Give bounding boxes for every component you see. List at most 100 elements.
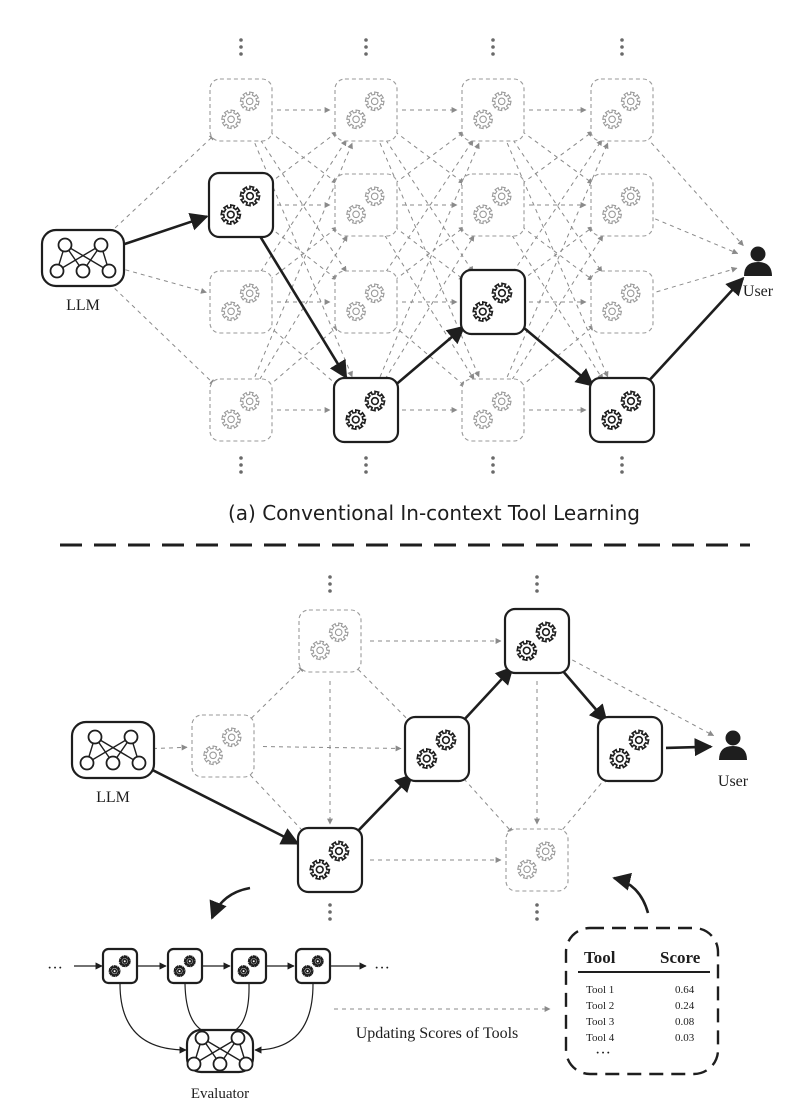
tool-node: [503, 607, 571, 675]
tool-node: [590, 78, 654, 142]
ellipsis-dot: [328, 589, 332, 593]
nn-link: [94, 736, 140, 764]
tool-box: [207, 171, 275, 239]
score-row-value: 0.08: [675, 1016, 695, 1028]
panel-b-llm-label: LLM: [96, 789, 130, 806]
gear-hole: [522, 646, 531, 655]
gear-hole: [479, 210, 487, 219]
tool-node: [209, 378, 273, 442]
evaluator-edge: [225, 983, 250, 1037]
score-table-more: ···: [595, 1045, 611, 1062]
ellipsis-dot: [328, 910, 332, 914]
candidate-edge: [262, 745, 402, 752]
active-edge: [354, 773, 414, 835]
tool-box: [334, 78, 398, 142]
curved-arrow-icon: [612, 872, 650, 914]
gear-hole: [626, 192, 635, 201]
gear-hole: [315, 958, 321, 964]
gear-hole: [245, 191, 255, 201]
tool-box: [296, 826, 364, 894]
tool-node: [596, 715, 664, 783]
tool-box: [332, 376, 400, 444]
tool-box: [294, 947, 332, 985]
gear-hole: [479, 415, 487, 424]
score-row-tool: Tool 3: [586, 1016, 615, 1028]
tool-node: [209, 78, 273, 142]
candidate-edge: [385, 139, 474, 273]
candidate-edge: [250, 774, 306, 835]
gear-hole: [497, 97, 506, 106]
active-edge: [646, 276, 745, 383]
curved-arrow-icon: [209, 886, 251, 920]
score-row-value: 0.24: [675, 1000, 695, 1012]
gear-hole: [316, 646, 324, 655]
tool-node: [334, 173, 398, 237]
panel-a-user-label: User: [743, 283, 774, 300]
ellipsis-dot: [620, 456, 624, 460]
candidate-edge: [512, 139, 603, 273]
candidate-edge: [125, 269, 207, 294]
ellipsis-dot: [535, 910, 539, 914]
panel-b: [70, 575, 747, 1074]
neural-network-icon: [185, 1028, 255, 1074]
active-edge: [521, 325, 595, 387]
nn-node: [79, 755, 95, 771]
user-icon: [719, 730, 747, 760]
tool-node: [332, 376, 400, 444]
tool-box: [461, 78, 525, 142]
score-row-value: 0.03: [675, 1032, 695, 1044]
ellipsis-dot: [491, 456, 495, 460]
nn-link: [193, 1037, 239, 1065]
ellipsis-dot: [364, 52, 368, 56]
nn-node: [123, 729, 139, 745]
gear-hole: [370, 396, 380, 406]
gear-hole: [352, 210, 360, 219]
tool-node: [166, 947, 204, 985]
tool-box: [596, 715, 664, 783]
gear-hole: [479, 115, 487, 124]
candidate-edge: [463, 778, 514, 834]
active-edge: [124, 213, 209, 246]
ellipsis-dot: [620, 52, 624, 56]
gear-hole: [541, 847, 550, 856]
candidate-edge: [645, 136, 744, 247]
gear-hole: [352, 115, 360, 124]
nn-link: [201, 1037, 247, 1065]
user-body: [719, 746, 747, 760]
ellipsis-dot: [239, 456, 243, 460]
ellipsis-dot: [620, 470, 624, 474]
tool-node: [590, 173, 654, 237]
candidate-edge: [655, 218, 739, 255]
tool-node: [334, 270, 398, 334]
candidate-edge: [269, 226, 339, 281]
gear-hole: [227, 115, 235, 124]
tool-box: [590, 173, 654, 237]
candidate-edge: [394, 226, 465, 281]
active-edge: [559, 667, 608, 724]
gear-hole: [626, 289, 635, 298]
tool-box: [334, 270, 398, 334]
candidate-edge: [267, 325, 340, 387]
gear-hole: [497, 192, 506, 201]
gear-hole: [422, 754, 431, 763]
ellipsis-dot: [491, 470, 495, 474]
gear-hole: [634, 735, 644, 745]
ellipsis-dot: [328, 582, 332, 586]
candidate-edge: [656, 266, 738, 293]
gear-hole: [245, 97, 254, 106]
user-body: [744, 262, 772, 276]
active-edge: [151, 768, 300, 845]
chain-ellipsis-right: ···: [374, 960, 390, 977]
candidate-edge: [506, 142, 609, 378]
ellipsis-dot: [620, 463, 624, 467]
gear-hole: [441, 735, 451, 745]
evaluator-label: Evaluator: [191, 1086, 249, 1102]
active-edge: [394, 325, 466, 387]
gear-hole: [626, 97, 635, 106]
nn-node: [49, 263, 65, 279]
ellipsis-dot: [491, 463, 495, 467]
ellipsis-dot: [239, 470, 243, 474]
neural-network-icon: [70, 720, 156, 780]
candidate-edge: [260, 139, 347, 273]
tool-node: [191, 714, 255, 778]
